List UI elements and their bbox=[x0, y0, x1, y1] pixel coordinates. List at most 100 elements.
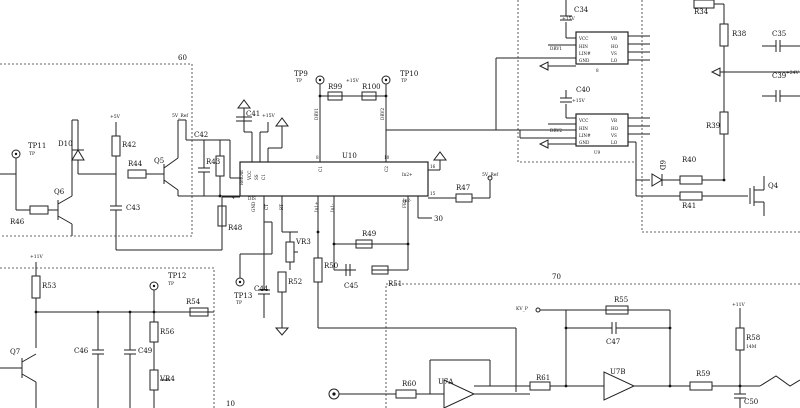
tp11-testpoint: TP11 TP bbox=[11, 142, 46, 159]
r40-resistor bbox=[679, 175, 703, 185]
svg-text:VCC: VCC bbox=[247, 171, 252, 181]
svg-text:In1-: In1- bbox=[330, 203, 335, 212]
r55-label: R55 bbox=[614, 296, 628, 304]
driver-ic-bottom: VCC VB HIN HO LIN# VS GND LO U9 bbox=[575, 113, 629, 155]
svg-text:In1+: In1+ bbox=[314, 201, 319, 212]
r100-label: R100 bbox=[362, 83, 381, 91]
c35-capacitor: C35 bbox=[762, 30, 800, 52]
r40-label: R40 bbox=[682, 156, 696, 164]
svg-text:HIN: HIN bbox=[579, 44, 588, 49]
svg-text:TP13: TP13 bbox=[234, 292, 252, 300]
gnd-arrow-u10 bbox=[237, 99, 251, 109]
svg-text:C46: C46 bbox=[74, 347, 89, 355]
svg-text:16: 16 bbox=[430, 164, 436, 169]
r61-label: R61 bbox=[536, 374, 550, 382]
svg-text:VS: VS bbox=[610, 133, 617, 138]
svg-text:TP: TP bbox=[29, 151, 35, 157]
r54-label: R54 bbox=[186, 298, 201, 306]
r34-resistor bbox=[693, 0, 715, 9]
drv1-net-label: DRV1 bbox=[550, 46, 562, 51]
r60-label: R60 bbox=[402, 380, 416, 388]
drv-bot-supply: +15V bbox=[572, 98, 585, 104]
u10-wiring bbox=[221, 57, 548, 392]
svg-text:CT: CT bbox=[264, 204, 269, 210]
r48-label: R48 bbox=[228, 224, 242, 232]
svg-text:C2: C2 bbox=[384, 166, 389, 172]
svg-text:U7A: U7A bbox=[438, 378, 454, 386]
q4-mosfet: Q4 bbox=[749, 176, 779, 216]
svg-text:C45: C45 bbox=[344, 282, 358, 290]
svg-text:10: 10 bbox=[384, 155, 390, 160]
vr3-label: VR3 bbox=[295, 238, 311, 246]
r39-resistor bbox=[719, 111, 729, 135]
r52-label: R52 bbox=[288, 278, 302, 286]
svg-text:RefOut: RefOut bbox=[239, 170, 244, 185]
q6-transistor: Q6 bbox=[54, 188, 73, 225]
r39-label: R39 bbox=[706, 122, 720, 130]
r47-label: R47 bbox=[456, 184, 470, 192]
svg-text:GND: GND bbox=[579, 140, 590, 145]
r99-resistor bbox=[327, 91, 343, 101]
r42-label: R42 bbox=[122, 141, 136, 149]
svg-text:C35: C35 bbox=[772, 30, 786, 38]
c45-capacitor: C45 bbox=[344, 264, 358, 290]
r44-label: R44 bbox=[128, 160, 143, 168]
r47-resistor bbox=[455, 193, 473, 203]
r58-supply: +11V bbox=[732, 302, 745, 308]
r49-resistor bbox=[355, 239, 373, 249]
r99-label: R99 bbox=[328, 83, 342, 91]
r50-label: R50 bbox=[324, 262, 338, 270]
svg-text:C42: C42 bbox=[194, 131, 208, 139]
vr3-pot bbox=[285, 241, 295, 263]
q5-supply: 5V_Ref bbox=[172, 113, 188, 119]
gnd-arrow-in2 bbox=[433, 151, 447, 161]
gnd-r52 bbox=[274, 327, 290, 336]
svg-text:FB2: FB2 bbox=[402, 199, 407, 208]
r51-resistor bbox=[371, 265, 389, 275]
svg-text:C44: C44 bbox=[254, 285, 269, 293]
block-label-30: 30 bbox=[434, 215, 443, 223]
svg-text:SS: SS bbox=[254, 174, 259, 180]
u10-label: U10 bbox=[342, 152, 357, 160]
r55-resistor bbox=[605, 305, 629, 315]
tp12-testpoint: TP12 TP bbox=[149, 272, 186, 291]
svg-text:8: 8 bbox=[596, 68, 599, 73]
tp13-testpoint: TP13 TP bbox=[234, 277, 252, 306]
gnd-arrow-ss bbox=[275, 117, 289, 127]
vref-label: 5V_Ref bbox=[482, 172, 498, 178]
r53-label: R53 bbox=[42, 282, 56, 290]
driver-ic-top: VCC VB HIN HO LIN# VS GND LO 8 bbox=[575, 31, 629, 73]
r51-label: R51 bbox=[388, 280, 402, 288]
svg-text:Q5: Q5 bbox=[154, 157, 164, 165]
c44-capacitor: C44 bbox=[254, 222, 270, 318]
svg-text:TP9: TP9 bbox=[294, 70, 308, 78]
r44-resistor bbox=[127, 169, 147, 179]
r56-label: R56 bbox=[160, 328, 175, 336]
svg-text:LIN#: LIN# bbox=[579, 133, 591, 138]
r56-resistor bbox=[149, 321, 159, 343]
svg-text:DRV1: DRV1 bbox=[314, 108, 319, 120]
r46-label: R46 bbox=[10, 218, 25, 226]
c46-capacitor: C46 bbox=[74, 312, 104, 408]
c40-capacitor: C40 bbox=[560, 86, 590, 103]
svg-text:VCC: VCC bbox=[578, 36, 588, 41]
r41-resistor bbox=[679, 191, 703, 201]
svg-text:Q7: Q7 bbox=[10, 348, 20, 356]
svg-text:C1: C1 bbox=[318, 166, 323, 172]
svg-text:+15V: +15V bbox=[262, 113, 275, 119]
r42-supply: +5V bbox=[110, 114, 121, 120]
r38-label: R38 bbox=[732, 30, 746, 38]
svg-text:VB: VB bbox=[610, 36, 617, 41]
r59-resistor bbox=[689, 381, 713, 391]
r58-label: R58 bbox=[746, 334, 760, 342]
r34-label: R34 bbox=[694, 8, 709, 16]
block-label-10: 10 bbox=[226, 400, 235, 408]
svg-text:HO: HO bbox=[611, 126, 619, 131]
c49-capacitor: C49 bbox=[124, 312, 152, 408]
svg-text:LIN#: LIN# bbox=[579, 51, 591, 56]
r58-value: 14M bbox=[746, 344, 757, 350]
svg-text:C49: C49 bbox=[138, 347, 152, 355]
c41-capacitor: C41 +15V bbox=[236, 110, 275, 128]
